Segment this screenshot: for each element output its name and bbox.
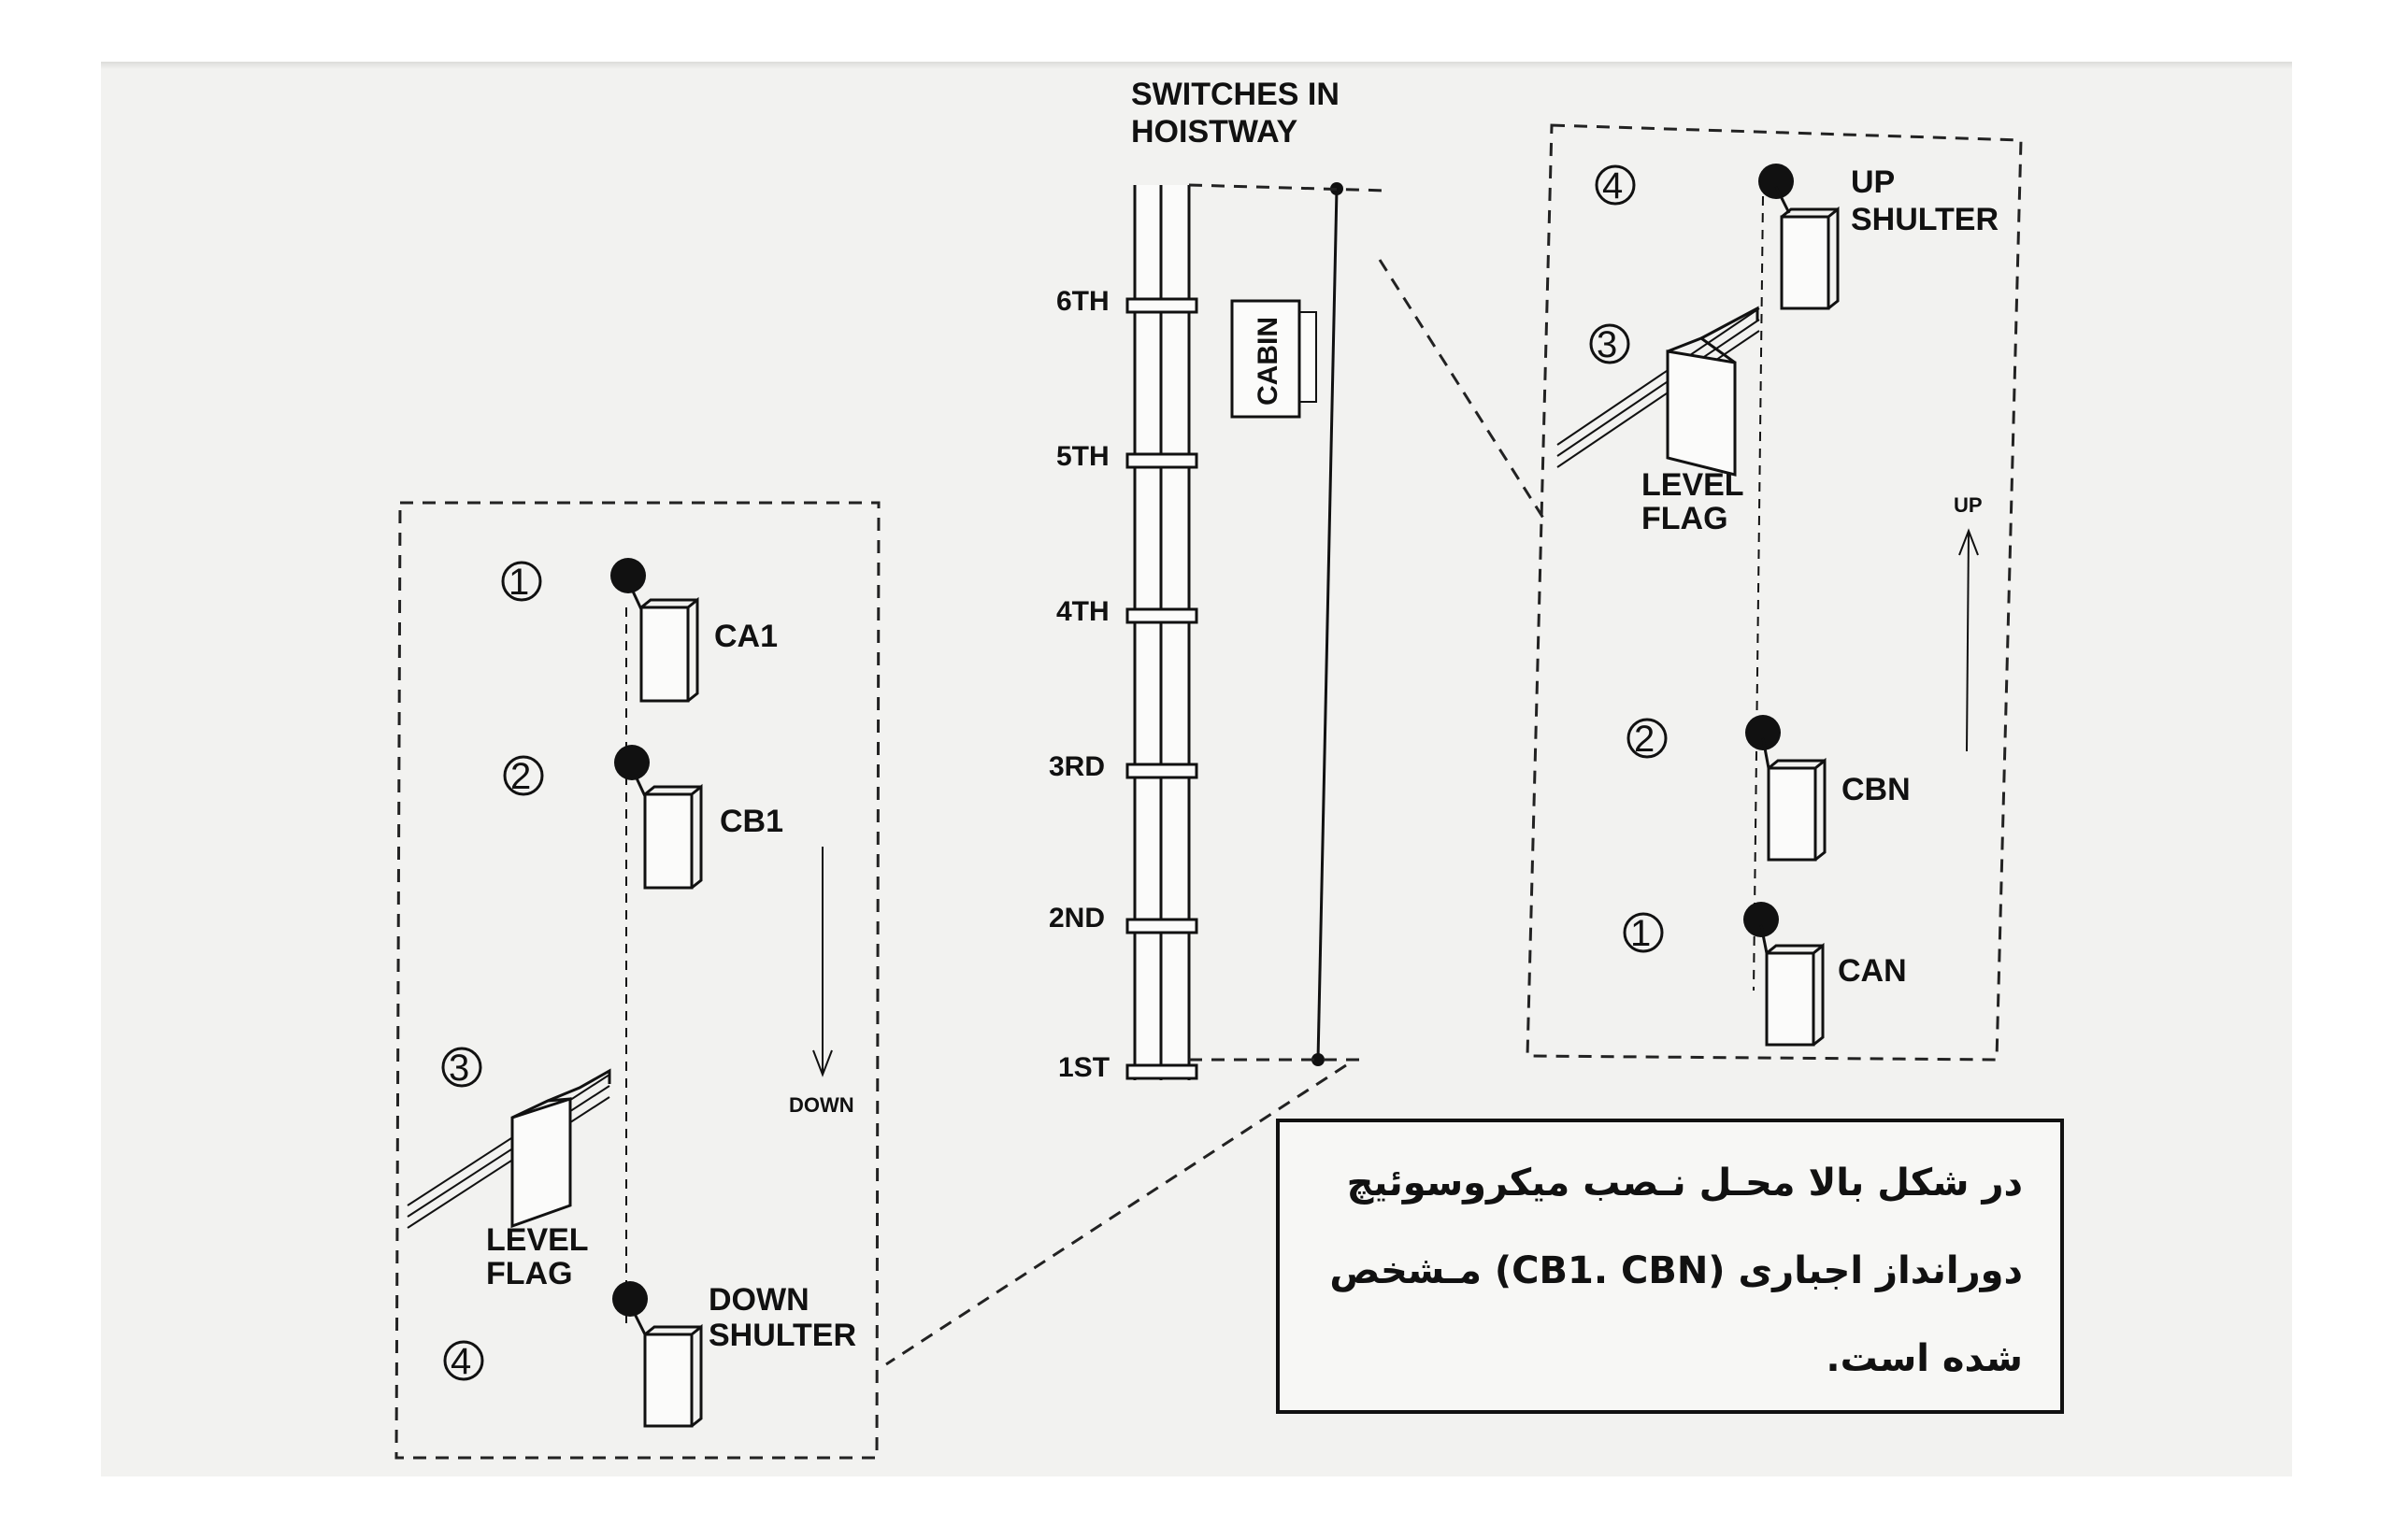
left-detail-frame: [394, 501, 881, 1460]
level-flag-left: 3 LEVEL FLAG: [407, 1047, 611, 1291]
paper-edge: [101, 62, 2292, 69]
floor-label: 4TH: [1056, 596, 1110, 627]
switch-ca1: 1 CA1: [501, 558, 778, 703]
shulter-label-line2: SHULTER: [1851, 202, 1999, 237]
direction-label: UP: [1954, 493, 1983, 517]
switch-label: CB1: [720, 804, 783, 839]
flag-label-line1: LEVEL: [1641, 467, 1744, 503]
svg-text:3: 3: [1597, 324, 1617, 365]
floor-label: 2ND: [1049, 903, 1105, 934]
caption-line-2: دورانداز اجباری (CB1. CBN) مـشخص: [1329, 1249, 2023, 1292]
cabin-label: CABIN: [1253, 317, 1283, 406]
switch-label: CAN: [1838, 953, 1907, 989]
switch-can: 1 CAN: [1623, 902, 1907, 1047]
left-detail: 1 CA1 2 CB1: [394, 501, 881, 1460]
svg-text:2: 2: [510, 756, 531, 797]
svg-text:1: 1: [509, 562, 529, 603]
floor-label: 3RD: [1049, 751, 1105, 782]
flag-label-line2: FLAG: [486, 1256, 573, 1291]
up-arrow: UP: [1954, 493, 1983, 752]
down-shulter: 4 DOWN SHULTER: [443, 1281, 856, 1428]
svg-text:4: 4: [451, 1341, 471, 1382]
shulter-label-line1: UP: [1851, 164, 1895, 200]
flag-label-line1: LEVEL: [486, 1222, 589, 1258]
svg-text:1: 1: [1630, 913, 1651, 954]
down-arrow: DOWN: [789, 847, 854, 1117]
svg-text:4: 4: [1602, 165, 1623, 207]
caption-box: در شکل بالا محـل نـصب میکروسوئیچ دوراندا…: [1276, 1119, 2064, 1414]
floor-separators: [1125, 297, 1198, 1080]
guide-rail: [1133, 185, 1191, 1080]
caption-line-1: در شکل بالا محـل نـصب میکروسوئیچ: [1346, 1162, 2023, 1205]
svg-text:2: 2: [1634, 719, 1655, 760]
switch-cb1: 2 CB1: [503, 745, 783, 890]
switch-label: CBN: [1841, 772, 1911, 807]
hoistway: SWITCHES IN HOISTWAY 6TH 5TH 4TH: [1049, 77, 1388, 1083]
switch-label: CA1: [714, 619, 778, 654]
switch-cbn: 2 CBN: [1626, 715, 1911, 862]
caption-line-3: شده است.: [1826, 1337, 2023, 1380]
travel-line: [1188, 182, 1388, 1066]
floor-label: 5TH: [1056, 441, 1110, 472]
shulter-label-line1: DOWN: [709, 1282, 810, 1318]
direction-label: DOWN: [789, 1093, 854, 1117]
svg-text:3: 3: [449, 1048, 469, 1089]
hoistway-title-line1: SWITCHES IN: [1131, 77, 1340, 112]
cabin: CABIN: [1230, 299, 1317, 419]
floor-label: 1ST: [1058, 1052, 1110, 1083]
flag-label-line2: FLAG: [1641, 501, 1728, 536]
up-shulter: 4 UP SHULTER: [1595, 164, 1999, 310]
shulter-label-line2: SHULTER: [709, 1318, 856, 1353]
leader-line-left: [885, 1063, 1347, 1366]
level-flag-right: 3 LEVEL FLAG: [1556, 306, 1760, 536]
hoistway-title-line2: HOISTWAY: [1131, 114, 1298, 150]
floor-label: 6TH: [1056, 286, 1110, 317]
right-detail: 4 UP SHULTER 3 LEVEL FLAG: [1526, 123, 2023, 1062]
leader-line-right: [1378, 259, 1546, 520]
